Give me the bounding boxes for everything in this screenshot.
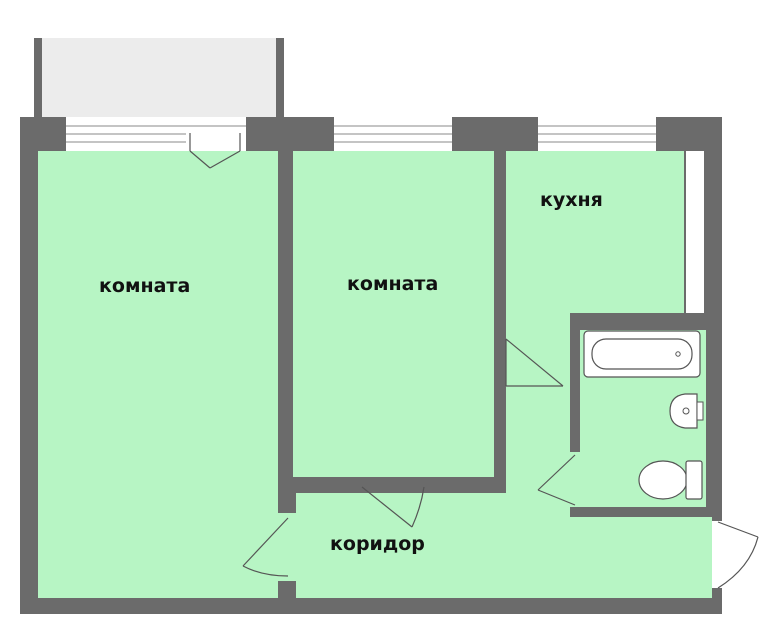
toilet-bowl [638, 460, 688, 500]
floor-room-left [38, 151, 278, 598]
toilet-icon [638, 460, 703, 500]
wall-middle-bottom-right [425, 481, 506, 493]
balcony-floor [42, 38, 276, 118]
door-swing-arc [242, 565, 289, 577]
floor-kitchen-lower [506, 313, 570, 493]
label-room-middle: комната [347, 273, 438, 295]
floor-kitchen [506, 151, 684, 313]
bathroom-wall-left [570, 316, 580, 452]
bathtub-drain [675, 351, 681, 357]
door-leaf [189, 150, 211, 169]
label-kitchen: кухня [540, 189, 603, 211]
door-leaf [537, 454, 576, 491]
door-leaf [505, 338, 564, 387]
wall-middle-right [494, 151, 506, 345]
door-leaf [209, 150, 241, 169]
door-kitchen [505, 338, 564, 387]
sink-icon [669, 393, 704, 429]
fixtures [583, 330, 704, 500]
windows [66, 117, 656, 151]
sink-drain [682, 407, 690, 415]
label-room-left: комната [99, 275, 190, 297]
floor-bath-doorway [570, 452, 582, 507]
bathroom-wall-right [706, 316, 716, 517]
door-leaf [717, 521, 759, 538]
door-leaf [537, 489, 576, 506]
entrance-gap [712, 521, 724, 588]
bathtub-icon [583, 330, 701, 378]
label-corridor: коридор [330, 533, 425, 555]
floor-corridor-join [278, 513, 296, 581]
door-leaf [361, 486, 413, 528]
door-entrance [717, 521, 759, 589]
wall-middle-bottom-left [293, 481, 361, 493]
door-balcony [189, 133, 241, 169]
door-leaf [242, 517, 289, 567]
door-room-left [242, 517, 289, 577]
bathroom-wall-top [570, 316, 716, 330]
wall-left-right-bottom [278, 581, 293, 598]
bathroom-wall-bottom [570, 507, 716, 517]
door-swing-arc [411, 486, 425, 528]
wall-left-right [278, 151, 293, 513]
door-bathroom [537, 454, 576, 506]
window-frames [66, 125, 656, 143]
balcony-door-gap [186, 117, 246, 151]
interior-walls [278, 151, 716, 598]
sink-tap [696, 401, 704, 421]
wall-middle-right-low [494, 385, 506, 493]
door-room-middle [361, 486, 425, 528]
door-swing-arc [717, 536, 759, 589]
floor-room-middle [293, 151, 494, 477]
doors [189, 133, 759, 589]
toilet-tank [685, 460, 703, 500]
wall-kitchen-step [684, 151, 704, 313]
wall-kitchen-step-top [684, 151, 686, 313]
bathtub-inner [591, 338, 693, 370]
balcony [34, 38, 284, 118]
